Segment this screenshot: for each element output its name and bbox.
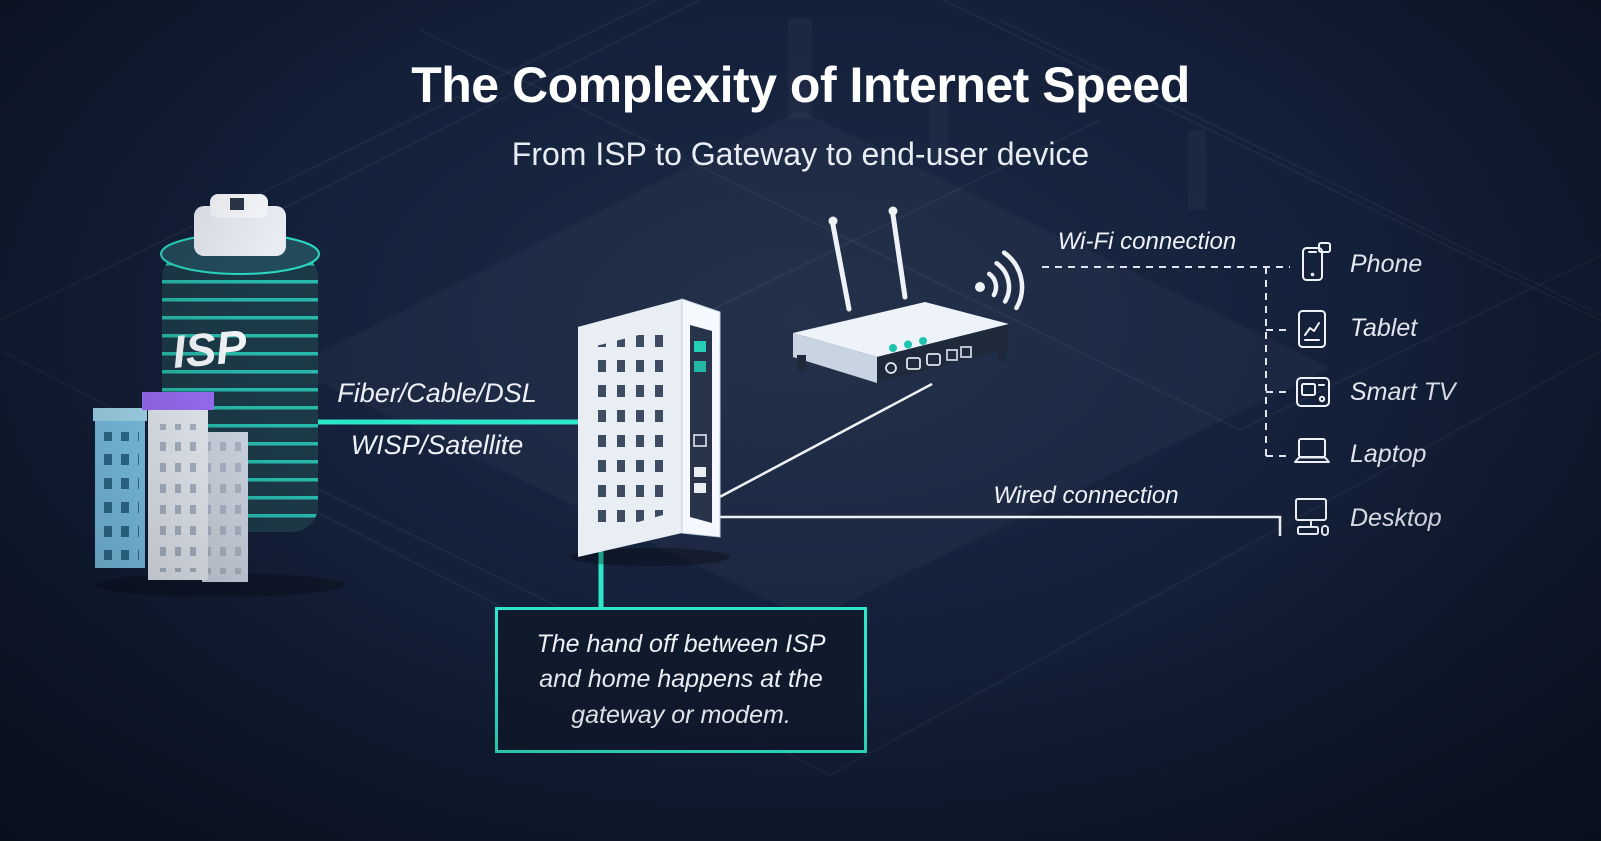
device-row-phone: Phone [1288,240,1538,288]
wifi-dashed-lines [1042,266,1290,457]
device-label: Tablet [1350,314,1418,342]
callout-text: The hand off between ISP and home happen… [536,629,826,729]
gateway-modem-illustration [560,285,760,570]
device-label: Smart TV [1350,378,1456,406]
isp-label: ISP [170,320,249,378]
smart-tv-icon [1296,377,1330,407]
device-row-desktop: Desktop [1288,494,1538,542]
wisp-satellite-label: WISP/Satellite [350,430,524,460]
wifi-signal-icon [962,232,1037,337]
wired-connection-label: Wired connection [993,482,1179,509]
wired-cable [714,515,1282,536]
isp-building-illustration: ISP [70,190,350,600]
page-subtitle: From ISP to Gateway to end-user device [511,136,1090,172]
router-antenna-right [890,212,908,300]
tablet-icon [1298,310,1326,348]
page-title: The Complexity of Internet Speed [411,57,1190,113]
phone-icon [1302,242,1331,281]
device-label: Phone [1350,250,1423,278]
router-antenna-left [830,222,852,312]
device-row-laptop: Laptop [1288,430,1538,478]
wifi-connection-label: Wi-Fi connection [1057,228,1237,255]
fiber-cable-dsl-label: Fiber/Cable/DSL [337,378,537,408]
desktop-icon [1295,498,1329,536]
device-row-smart-tv: Smart TV [1288,368,1538,416]
device-row-tablet: Tablet [1288,304,1538,352]
gateway-callout-box: The hand off between ISP and home happen… [495,607,867,753]
laptop-icon [1294,438,1330,463]
device-label: Laptop [1350,440,1427,468]
device-label: Desktop [1350,504,1442,532]
